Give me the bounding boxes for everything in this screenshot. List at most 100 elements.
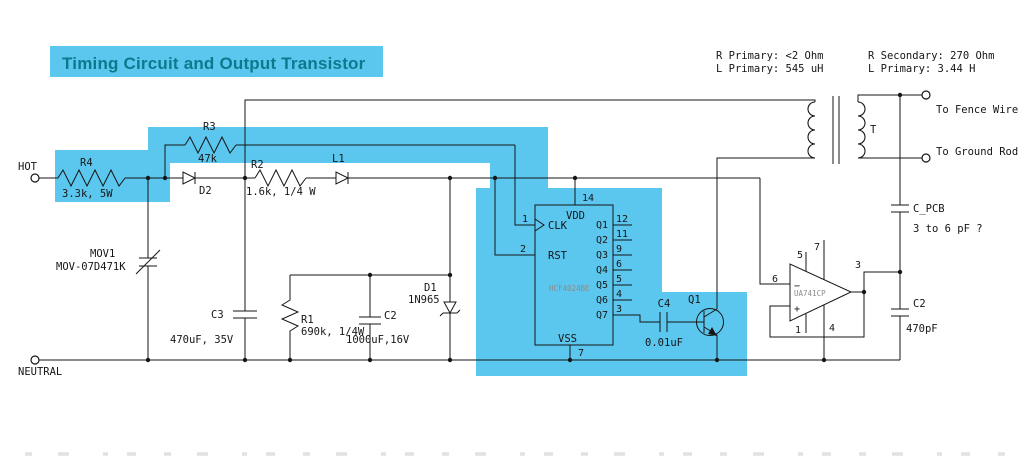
ic-vss-label: VSS <box>558 333 577 345</box>
fence-wire-terminal <box>921 90 931 100</box>
junction-dots <box>145 92 903 363</box>
q1-ref: Q1 <box>688 294 701 306</box>
ic-pin-2: 2 <box>520 244 526 255</box>
varistor-mov1 <box>135 178 161 360</box>
l1-ref: L1 <box>332 153 345 165</box>
r1-ref: R1 <box>301 314 314 326</box>
ic-output-stubs <box>613 224 660 323</box>
fence-wire-label: To Fence Wire <box>936 104 1018 116</box>
page-title: Timing Circuit and Output Transistor <box>62 54 366 73</box>
circuit-graphics <box>25 90 1005 456</box>
title-highlight <box>50 46 383 77</box>
mov1-value: MOV-07D471K <box>56 261 126 273</box>
ic-q3-pin: 9 <box>616 244 622 255</box>
c2-out-ref: C2 <box>913 298 926 310</box>
opamp-plus-icon: + <box>794 304 800 315</box>
r4-ref: R4 <box>80 157 93 169</box>
zener-d1-icon <box>439 275 461 360</box>
resistor-r4 <box>57 168 126 188</box>
ic-body <box>534 204 614 346</box>
output-cap-chain <box>891 95 909 360</box>
c-pcb-ref: C_PCB <box>913 203 945 215</box>
top-rail-wire <box>244 99 816 178</box>
c3-value: 470uF, 35V <box>170 334 234 346</box>
neutral-terminal <box>30 355 40 365</box>
r4-value: 3.3k, 5W <box>62 188 113 200</box>
rst-net-wire <box>494 178 535 256</box>
ic-q1-label: Q1 <box>596 220 608 231</box>
opamp-pin-6: 6 <box>772 274 778 285</box>
ground-rod-label: To Ground Rod <box>936 146 1018 158</box>
r2-ref: R2 <box>251 159 264 171</box>
opamp-pin-3: 3 <box>855 260 861 271</box>
ic-q5-pin: 5 <box>616 274 622 285</box>
c4-value: 0.01uF <box>645 337 683 349</box>
resistor-r3 <box>184 135 237 155</box>
c2-main-ref: C2 <box>384 310 397 322</box>
spec-r-secondary: R Secondary: 270 Ohm <box>868 50 994 62</box>
ic-q2-label: Q2 <box>596 235 608 246</box>
ground-rod-terminal <box>921 153 931 163</box>
resistor-r2 <box>254 168 307 188</box>
ic-pin-7: 7 <box>578 348 584 359</box>
ic-vdd-label: VDD <box>566 210 585 222</box>
neutral-label: NEUTRAL <box>18 366 62 378</box>
highlight-regions <box>50 46 747 376</box>
c2-main-value: 1000uF,16V <box>346 334 410 346</box>
hot-main-wire <box>39 177 790 285</box>
ic-part-number: HCF4024BE <box>549 284 590 293</box>
capacitor-c4 <box>659 312 704 332</box>
capacitor-c3 <box>233 178 257 360</box>
ic-q6-label: Q6 <box>596 295 608 306</box>
ic-q1-pin: 12 <box>616 214 628 225</box>
opamp-ua741 <box>769 240 900 360</box>
c3-ref: C3 <box>211 309 224 321</box>
r3-net-wire <box>164 144 535 226</box>
opamp-triangle-icon <box>789 263 853 322</box>
ic-q5-label: Q5 <box>596 280 608 291</box>
output-stage-highlight <box>655 292 747 376</box>
ic-q7-pin: 3 <box>616 304 622 315</box>
schematic-labels: Timing Circuit and Output Transistor R P… <box>18 50 1018 378</box>
ic-clk-label: CLK <box>548 220 568 232</box>
opamp-stubs <box>805 240 825 360</box>
ic-q4-label: Q4 <box>596 265 608 276</box>
mov1-ref: MOV1 <box>90 248 115 260</box>
ic-pin-1: 1 <box>522 214 528 225</box>
collector-wire <box>716 157 815 309</box>
d1-value: 1N965 <box>408 294 440 306</box>
ic-q6-pin: 4 <box>616 289 622 300</box>
r3-value: 47k <box>198 153 218 165</box>
inductor-l1-icon <box>335 171 350 185</box>
r1-value: 690k, 1/4W <box>301 326 365 338</box>
diode-d2-icon <box>182 171 197 185</box>
opamp-part-number: UA741CP <box>794 289 826 298</box>
opamp-pin-5: 5 <box>797 250 803 261</box>
hot-label: HOT <box>18 161 38 173</box>
transformer-ref: T <box>870 124 877 136</box>
capacitor-c2-main <box>359 275 381 360</box>
spec-r-primary: R Primary: <2 Ohm <box>716 50 823 62</box>
secondary-leads <box>857 94 922 159</box>
ic-q2-pin: 11 <box>616 229 628 240</box>
transformer-t <box>807 94 922 164</box>
ic-q4-pin: 6 <box>616 259 622 270</box>
ic-clock-wedge-icon <box>534 218 545 232</box>
r2-value: 1.6k, 1/4 W <box>246 186 316 198</box>
ic-rst-label: RST <box>548 250 568 262</box>
spec-l-secondary: L Primary: 3.44 H <box>868 63 975 75</box>
r3-ref: R3 <box>203 121 216 133</box>
d2-ref: D2 <box>199 185 212 197</box>
opamp-minus-icon: − <box>794 281 800 292</box>
resistor-r1 <box>280 275 300 360</box>
c-pcb-value: 3 to 6 pF ? <box>913 223 983 235</box>
ic-q3-label: Q3 <box>596 250 608 261</box>
transistor-q1 <box>696 308 724 360</box>
ic-pin-14: 14 <box>582 193 594 204</box>
c4-ref: C4 <box>658 298 671 310</box>
opamp-pin-1: 1 <box>795 325 801 336</box>
hot-terminal <box>30 173 40 183</box>
c2-out-value: 470pF <box>906 323 938 335</box>
